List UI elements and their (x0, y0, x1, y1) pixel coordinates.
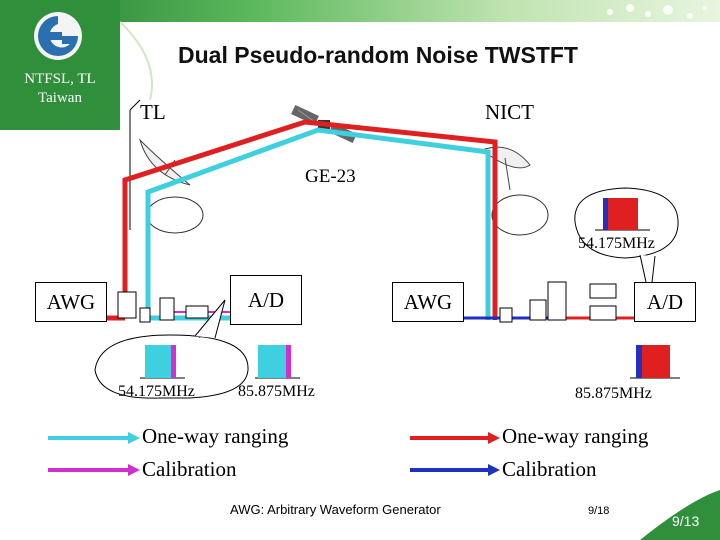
spectrum-left-2 (255, 345, 300, 379)
station-roofs (129, 99, 141, 230)
legend-right-calibration: Calibration (502, 457, 597, 481)
corner-decoration (640, 490, 720, 540)
org-line-2: Taiwan (38, 90, 82, 106)
site-label-tl: TL (140, 100, 166, 124)
ad-right-box: A/D (634, 282, 696, 322)
freq-label-left-1: 54.175MHz (118, 383, 195, 400)
slide-counter: 9/13 (672, 513, 700, 529)
awg-right-box: AWG (392, 282, 464, 322)
legend-left-oneway: One-way ranging (142, 424, 289, 448)
freq-label-right-bottom: 85.875MHz (575, 385, 652, 402)
slide-title: Dual Pseudo-random Noise TWSTFT (178, 42, 578, 68)
awg-left-box: AWG (35, 282, 107, 322)
ad-right-label: A/D (646, 289, 684, 314)
org-line-1: NTFSL, TL (24, 71, 96, 87)
satellite-label: GE-23 (305, 166, 356, 187)
spectrum-left-1 (140, 345, 185, 379)
side-panel (0, 0, 120, 130)
freq-label-right-top: 54.175MHz (578, 235, 655, 252)
legend-left-calibration: Calibration (142, 457, 237, 481)
dish-antenna-right-icon (480, 146, 549, 236)
footnote-awg: AWG: Arbitrary Waveform Generator (230, 502, 441, 517)
spectrum-right-top (595, 198, 650, 231)
legend-arrows (48, 432, 500, 476)
site-label-nict: NICT (485, 100, 534, 124)
page-number: 9/18 (588, 505, 610, 517)
ad-left-box: A/D (230, 275, 302, 325)
logo-icon (34, 12, 82, 60)
header-banner (0, 0, 720, 100)
path-cyan-tl (145, 127, 491, 320)
spectrum-right-bottom (630, 345, 680, 379)
legend-right-oneway: One-way ranging (502, 424, 649, 448)
awg-right-label: AWG (403, 289, 453, 314)
decorative-dots (607, 4, 707, 19)
freq-label-left-2: 85.875MHz (238, 383, 315, 400)
equipment-blocks (117, 281, 617, 323)
awg-left-label: AWG (46, 289, 96, 314)
organization-label: NTFSL, TL Taiwan (0, 70, 120, 108)
callout-left-pointer (194, 299, 226, 339)
path-red-tl (122, 119, 498, 320)
ad-left-label: A/D (247, 287, 285, 312)
